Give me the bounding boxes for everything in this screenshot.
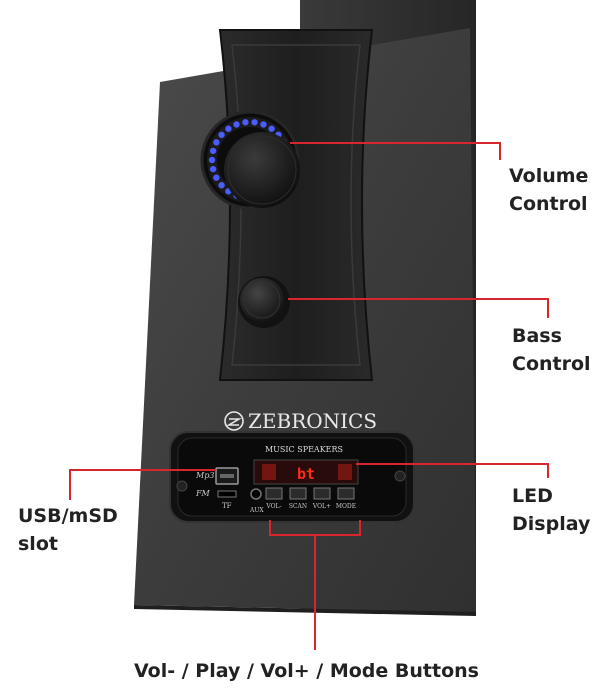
bass-control-label: Bass Control — [512, 322, 591, 378]
ring-led — [218, 181, 225, 189]
panel-button-label: VOL+ — [312, 503, 331, 510]
ring-led — [208, 156, 216, 164]
led-label-line-2: Display — [512, 513, 591, 535]
brand-name: ZEBRONICS — [248, 409, 377, 433]
music-module-panel: MUSIC SPEAKERS Mp3 FM TF AUX bt VOL- SCAN… — [169, 431, 415, 523]
led-callout-line — [356, 463, 549, 478]
ring-led — [251, 119, 258, 126]
ring-led — [213, 174, 220, 181]
usb-label-line-2: slot — [18, 533, 58, 555]
ring-led — [209, 165, 217, 173]
led-display-label: LED Display — [512, 482, 590, 538]
panel-buttons: VOL- SCAN VOL+ MODE — [265, 487, 356, 510]
bass-knob — [238, 276, 290, 328]
panel-button-vol-minus[interactable] — [265, 487, 283, 500]
aux-jack — [250, 488, 262, 500]
aux-label: AUX — [249, 507, 264, 514]
panel-button-label: MODE — [336, 503, 356, 510]
panel-button-label: SCAN — [289, 503, 307, 510]
panel-button-vol-plus[interactable] — [313, 487, 331, 500]
fm-label: FM — [195, 489, 211, 498]
panel-button-mode[interactable] — [337, 487, 355, 500]
usb-label-line-1: USB/mSD — [18, 505, 118, 527]
panel-buttons-label: Vol- / Play / Vol+ / Mode Buttons — [134, 660, 479, 682]
volume-label-line-1: Volume — [509, 165, 589, 187]
panel-button-label: VOL- — [265, 503, 281, 510]
volume-callout-line — [290, 142, 501, 160]
callout-lines — [69, 142, 549, 650]
brand-logo: ZEBRONICS — [224, 409, 377, 433]
led-label-line-1: LED — [512, 485, 553, 507]
ring-led — [218, 131, 225, 139]
ring-led — [242, 119, 249, 126]
bass-label-line-2: Control — [512, 353, 591, 375]
led-display — [253, 459, 359, 485]
panel-title: MUSIC SPEAKERS — [265, 445, 343, 454]
ring-led — [213, 139, 220, 146]
bass-callout-line — [288, 298, 549, 318]
bass-label-line-1: Bass — [512, 325, 562, 347]
volume-knob — [200, 110, 300, 210]
ring-led — [260, 121, 267, 128]
ring-led — [225, 125, 232, 132]
usb-callout-line — [69, 469, 216, 500]
led-segments — [262, 464, 352, 480]
led-display-text: bt — [297, 465, 315, 483]
mp3-label: Mp3 — [195, 471, 214, 480]
ring-led — [209, 147, 217, 155]
sd-slot — [217, 490, 237, 498]
ring-led — [268, 125, 275, 132]
volume-label-line-2: Control — [509, 193, 588, 215]
tf-label: TF — [222, 502, 232, 510]
usb-slot-label: USB/mSD slot — [18, 502, 118, 558]
panel-button-scan[interactable] — [289, 487, 307, 500]
ring-led — [233, 121, 240, 128]
volume-control-label: Volume Control — [509, 162, 588, 218]
